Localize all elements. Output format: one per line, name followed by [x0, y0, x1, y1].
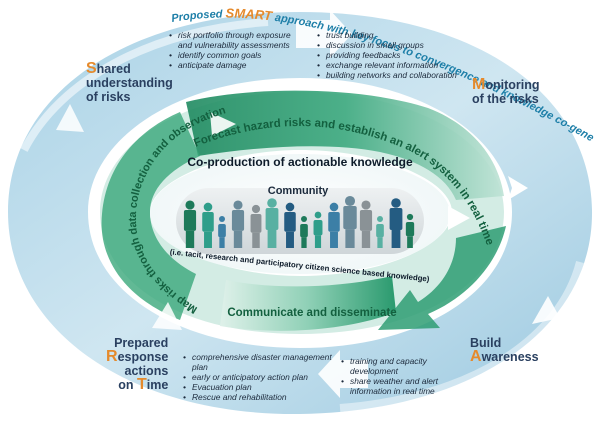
person-icon [284, 202, 296, 248]
list-item: share weather and alert information in r… [341, 376, 474, 396]
list-item: building networks and collaboration [317, 70, 496, 80]
person-icon [328, 202, 340, 248]
person-icon [359, 200, 373, 248]
stage-build-awareness: Build Awareness [470, 336, 539, 365]
person-icon [376, 216, 384, 248]
list-item: providing feedbacks [317, 50, 496, 60]
ring-bottom-label: Communicate and disseminate [227, 307, 396, 319]
list-item: Rescue and rehabilitation [183, 392, 332, 402]
person-icon [202, 202, 214, 248]
arrow-up-icon [56, 104, 182, 330]
list-item: exchange relevant information [317, 60, 496, 70]
stage-shared-understanding: Shared understanding of risks [86, 60, 173, 105]
stage-monitoring: Monitoring of the risks [472, 76, 540, 107]
community-label: Community [268, 185, 329, 197]
bullets-shared: risk portfolio through exposure and vuln… [168, 30, 306, 70]
list-item: training and capacity development [341, 356, 474, 376]
center-title: Co-production of actionable knowledge [187, 155, 413, 169]
community-people [183, 195, 415, 248]
list-item: early or anticipatory action plan [183, 372, 332, 382]
list-item: anticipate damage [169, 60, 306, 70]
person-icon [389, 198, 403, 248]
inner-ring [100, 90, 506, 334]
list-item: comprehensive disaster management plan [183, 352, 332, 372]
person-icon [405, 213, 415, 248]
list-item: identify common goals [169, 50, 306, 60]
person-icon [265, 198, 279, 248]
person-icon [218, 216, 226, 248]
arrow-down-icon [508, 176, 560, 324]
list-item: trust building [317, 30, 496, 40]
outer-ring [8, 12, 593, 415]
person-icon [313, 211, 323, 248]
bullets-awareness: training and capacity development share … [340, 356, 474, 396]
bullets-response: comprehensive disaster management plan e… [182, 352, 332, 402]
person-icon [183, 200, 197, 248]
bullets-monitoring: trust building discussion in small group… [316, 30, 496, 80]
person-icon [250, 204, 262, 248]
person-icon [343, 195, 357, 248]
person-icon [300, 216, 308, 248]
person-icon [231, 200, 245, 248]
stage-prepared-response: Prepared Response actions on Time [106, 336, 169, 393]
list-item: discussion in small groups [317, 40, 496, 50]
list-item: risk portfolio through exposure and vuln… [169, 30, 306, 50]
list-item: Evacuation plan [183, 382, 332, 392]
